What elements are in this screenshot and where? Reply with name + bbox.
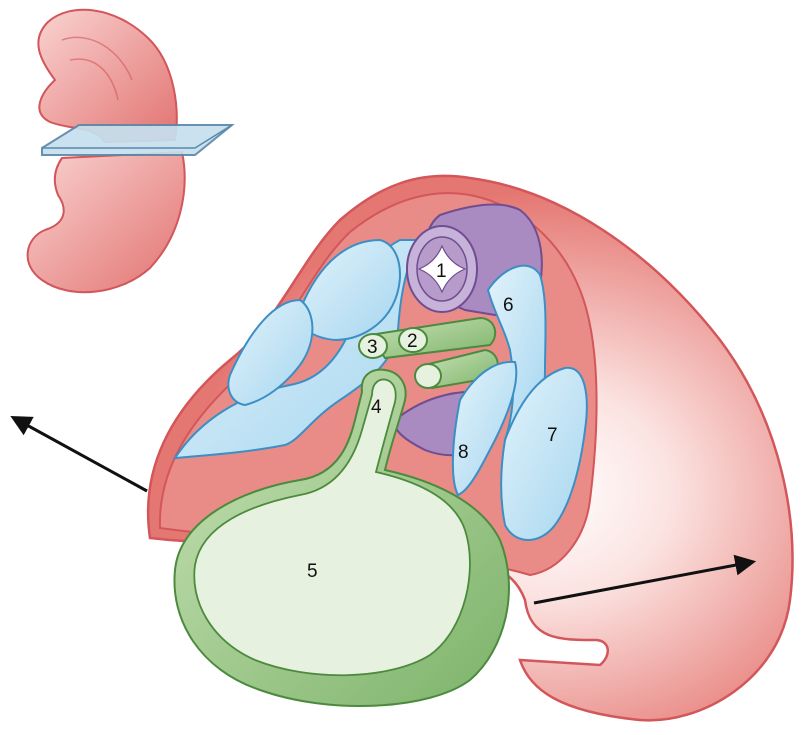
mini-organ-lower — [28, 152, 185, 292]
label-4: 4 — [371, 397, 382, 418]
orientation-view — [28, 10, 232, 292]
label-8: 8 — [458, 442, 469, 463]
arrow-left — [14, 418, 147, 491]
label-3: 3 — [367, 337, 378, 358]
label-1: 1 — [436, 261, 447, 282]
label-6: 6 — [503, 295, 514, 316]
tube-end-lower — [415, 364, 441, 388]
section-plane — [42, 125, 232, 155]
label-7: 7 — [547, 425, 558, 446]
label-5: 5 — [307, 561, 318, 582]
label-2: 2 — [407, 331, 418, 352]
